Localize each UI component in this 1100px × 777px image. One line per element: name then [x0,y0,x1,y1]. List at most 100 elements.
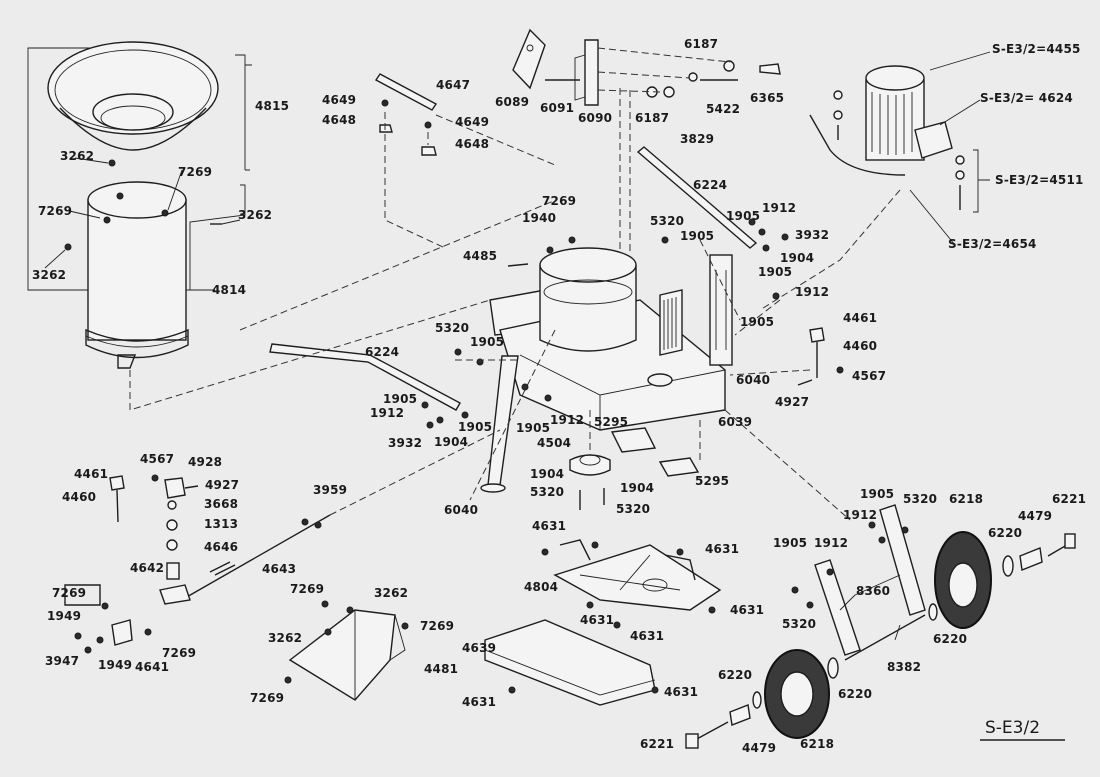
left-lever-group [129,199,557,429]
bolt-icon [103,216,111,224]
axle-8382 [844,614,926,661]
gear-teeth [663,297,677,350]
assembly-dashline [469,329,851,521]
nut-icon [826,568,834,576]
leg-6040 [487,355,519,486]
screw-icon [797,379,813,386]
nut-icon [878,536,886,544]
nut-icon [101,602,109,610]
part-label: 5295 [695,474,729,488]
part-label: 4927 [205,478,239,492]
bolt-6221 [694,721,729,741]
nut-icon [901,526,909,534]
nut-icon [321,600,329,608]
washer-icon [955,155,965,165]
nut-icon [772,292,780,300]
hopper-cylinder-top [87,181,187,219]
part-label: 4804 [524,580,558,594]
part-label: 5320 [782,617,816,631]
washer-6220 [928,603,938,621]
part-label: 4567 [852,369,886,383]
nut-icon [381,99,389,107]
part-label: 6091 [540,101,574,115]
part-label: 4460 [62,490,96,504]
part-label: 5422 [706,102,740,116]
plate-4639-edge [484,649,656,696]
nut-icon [284,676,292,684]
bracket-6090 [584,39,599,106]
part-label: 4814 [212,283,246,297]
part-label: 6040 [444,503,478,517]
nut-icon [591,541,599,549]
part-label: 1912 [843,508,877,522]
washer-icon [833,90,843,100]
part-label: 4643 [262,562,296,576]
funnel-cone [59,107,207,151]
lever-rod [374,73,438,111]
motor-callout: S-E3/2=4511 [995,173,1084,187]
bolt-6221-head [1064,533,1076,549]
part-label: 4928 [188,455,222,469]
part-label: 7269 [290,582,324,596]
nut-icon [836,366,844,374]
nut-icon [74,632,82,640]
leader-line [909,51,991,246]
axle-frame-8360b [879,504,926,616]
nut-icon [613,621,621,629]
part-label: 5320 [903,492,937,506]
part-label: 8382 [887,660,921,674]
bracket-6089 [512,28,546,90]
part-label: 1912 [814,536,848,550]
part-label: 4815 [255,99,289,113]
washer-6220 [1002,555,1014,577]
nut-icon [508,686,516,694]
bracket-outline [64,584,101,606]
nut-icon [324,628,332,636]
part-label: 5320 [650,214,684,228]
assembly-dashline [699,239,811,376]
part-label: 7269 [250,691,284,705]
callout-labels: 4815 3262 7269 7269 3262 3262 4814 4649 … [32,37,1086,755]
hopper-side-bracket [245,64,252,171]
part-label: 7269 [162,646,196,660]
nut-icon [424,121,432,129]
part-label: 5320 [616,502,650,516]
funnel-neck-inner [100,105,166,131]
bolt-icon [108,159,116,167]
part-label: 4631 [730,603,764,617]
leader-line [839,574,901,641]
nut-icon [379,124,393,133]
part-label: 1904 [780,251,814,265]
lever-6224-right [636,146,758,249]
motor-group [759,51,991,311]
axle-frame-8360 [814,559,861,656]
washer-icon [166,519,178,531]
part-label: 7269 [38,204,72,218]
clamp-4642 [159,584,191,605]
part-label: 6220 [933,632,967,646]
assembly-dashline [384,112,556,249]
part-label: 1905 [458,420,492,434]
part-label: 4631 [580,613,614,627]
nut-icon [806,601,814,609]
motor-body [865,79,925,161]
bushing-4479 [729,704,751,726]
lever-6224-left [269,343,461,411]
nut-icon [868,521,876,529]
part-label: 1905 [383,392,417,406]
drum-rim [539,247,637,283]
drum-rim-inner [543,279,633,305]
plate-4804 [553,544,722,611]
deflector-group [284,600,409,701]
part-label: 4647 [436,78,470,92]
nut-icon [426,421,434,429]
nut-icon [521,383,529,391]
bracket-4631 [559,539,696,581]
part-label: 6218 [800,737,834,751]
assembly-dashline [759,189,901,311]
main-frame-group [469,236,851,521]
bolt-6221-head [685,733,699,749]
hopper-bracket [27,47,246,291]
